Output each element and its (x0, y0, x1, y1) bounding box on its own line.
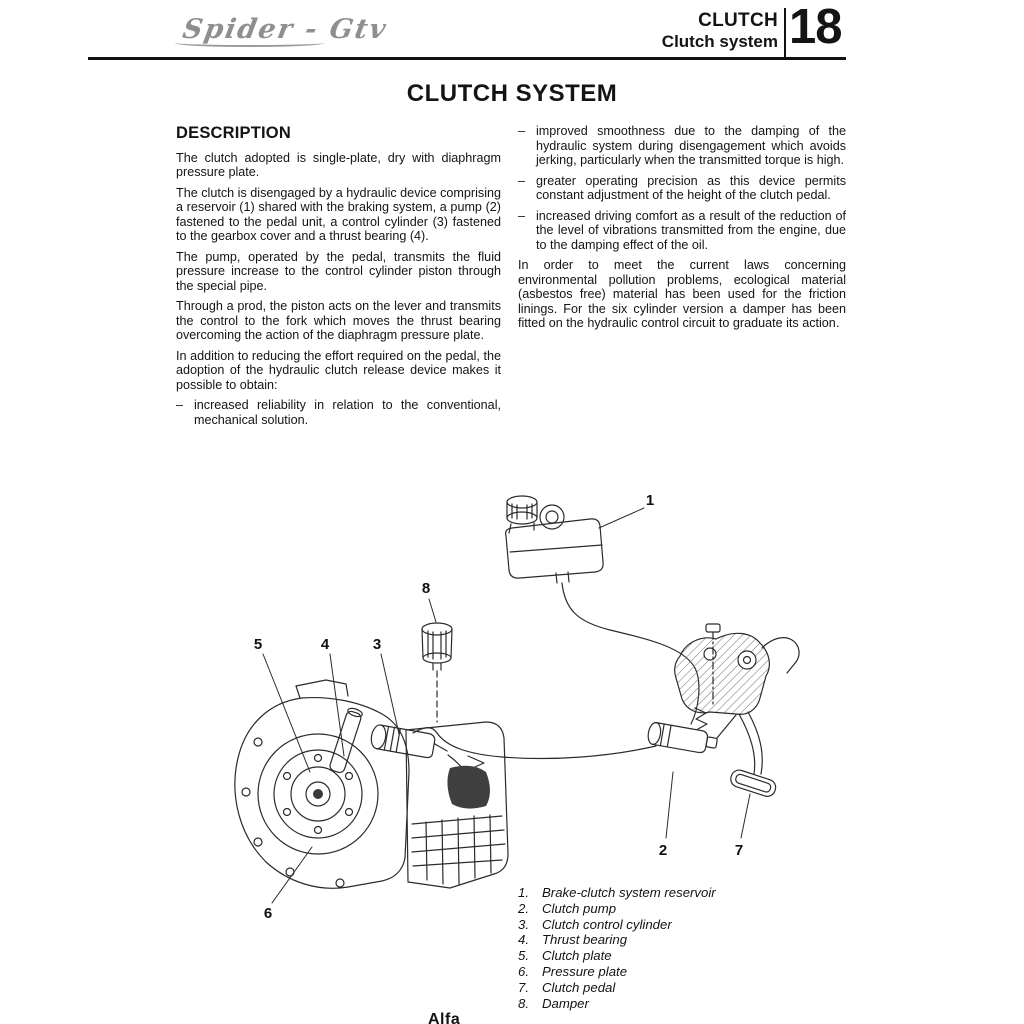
bullet-text: greater operating precision as this devi… (536, 173, 846, 203)
header-section-title: CLUTCH (698, 10, 778, 31)
pedal-bracket (674, 632, 800, 715)
leader-line-8 (428, 598, 437, 623)
legend-number: 7. (518, 979, 529, 995)
legend-item: 7. Clutch pedal (518, 980, 838, 996)
clutch-housing (234, 679, 410, 889)
leader-line-5 (262, 653, 311, 773)
leader-line-3 (380, 653, 400, 735)
legend-label: Clutch pump (542, 900, 617, 916)
header-rule (88, 57, 846, 60)
page-title: CLUTCH SYSTEM (406, 80, 618, 107)
callout-8: 8 (422, 580, 430, 597)
callout-numbers: 1 8 5 4 3 6 2 7 (254, 492, 743, 922)
legend-item: 1. Brake-clutch system reservoir (518, 885, 838, 901)
bullet-dash: – (518, 124, 526, 138)
legend-label: Brake-clutch system reservoir (542, 885, 716, 900)
pipe-reservoir-to-pump (561, 582, 700, 725)
closing-paragraph: In order to meet the current laws concer… (518, 258, 846, 330)
leader-line-1 (598, 507, 645, 529)
legend-item: 3. Clutch control cylinder (518, 917, 838, 933)
legend-item: 5. Clutch plate (518, 948, 838, 964)
header-vertical-divider (784, 8, 786, 57)
legend-label: Damper (542, 995, 589, 1011)
clutch-control-cylinder (370, 724, 448, 759)
paragraph: The clutch is disengaged by a hydraulic … (176, 185, 501, 244)
legend-number: 6. (518, 963, 529, 979)
bullet-text: increased reliability in relation to the… (194, 398, 501, 427)
legend-label: Clutch control cylinder (542, 916, 672, 932)
legend-label: Pressure plate (542, 963, 628, 979)
pivot-bolt-head (705, 623, 721, 633)
bullet-item: – improved smoothness due to the damping… (518, 124, 846, 168)
clutch-system-diagram: 1 8 5 4 3 6 2 7 (234, 492, 800, 922)
pedal-arm (738, 711, 763, 775)
clutch-pump (647, 722, 718, 754)
legend-number: 3. (518, 916, 529, 932)
callout-5: 5 (254, 636, 262, 653)
pipe-pump-to-cylinder (412, 727, 657, 760)
leader-lines (262, 507, 751, 904)
leader-line-7 (740, 793, 751, 839)
legend-label: Thrust bearing (542, 932, 628, 948)
legend-number: 2. (518, 900, 529, 916)
clutch-plate (257, 733, 379, 855)
paragraph: In addition to reducing the effort requi… (176, 348, 501, 392)
header-section-titles: CLUTCH Clutch system (520, 10, 778, 51)
leader-line-2 (665, 771, 674, 839)
paragraph: The pump, operated by the pedal, transmi… (176, 249, 501, 293)
paragraph: Through a prod, the piston acts on the l… (176, 299, 501, 342)
callout-6: 6 (264, 905, 272, 922)
bullet-item: – greater operating precision as this de… (518, 174, 846, 203)
legend-number: 1. (518, 885, 529, 900)
legend-number: 5. (518, 948, 529, 964)
pump-pushrod (716, 714, 737, 739)
legend-number: 4. (518, 932, 529, 948)
bullet-item: – increased reliability in relation to t… (176, 398, 501, 427)
description-column-right: – improved smoothness due to the damping… (518, 124, 846, 337)
header-section-subtitle: Clutch system (661, 31, 778, 51)
legend-item: 4. Thrust bearing (518, 932, 838, 948)
gearbox (405, 721, 509, 889)
legend-item: 8. Damper (518, 996, 838, 1012)
callout-4: 4 (321, 636, 330, 653)
legend-number: 8. (518, 995, 529, 1011)
pedal-pad (730, 769, 777, 797)
paragraph: The clutch adopted is single-plate, dry … (176, 150, 501, 180)
legend-label: Clutch plate (542, 948, 612, 964)
callout-3: 3 (373, 636, 381, 653)
legend-label: Clutch pedal (542, 979, 616, 995)
section-number: 18 (789, 0, 843, 54)
callout-7: 7 (735, 842, 743, 859)
bullet-item: – increased driving comfort as a result … (518, 209, 846, 253)
description-column-left: DESCRIPTION The clutch adopted is single… (176, 124, 501, 433)
brand-logo: Spider - Gtv (180, 14, 390, 45)
pedal-spring (694, 707, 708, 730)
damper (421, 622, 453, 671)
legend-item: 2. Clutch pump (518, 901, 838, 917)
leader-line-6 (271, 846, 313, 904)
legend-item: 6. Pressure plate (518, 964, 838, 980)
description-heading: DESCRIPTION (176, 124, 291, 142)
bullet-text: improved smoothness due to the damping o… (536, 124, 846, 167)
bullet-dash: – (518, 173, 526, 188)
bullet-text: increased driving comfort as a result of… (536, 208, 846, 252)
callout-1: 1 (646, 492, 654, 509)
footer-partial-text: Alfa (428, 1011, 461, 1024)
leader-line-4 (329, 653, 345, 757)
brake-clutch-reservoir (505, 495, 604, 584)
callout-2: 2 (659, 842, 667, 859)
bullet-dash: – (176, 398, 184, 412)
diagram-legend: 1. Brake-clutch system reservoir 2. Clut… (518, 885, 838, 1011)
bullet-dash: – (518, 208, 526, 223)
thrust-bearing-shaft (329, 707, 363, 774)
